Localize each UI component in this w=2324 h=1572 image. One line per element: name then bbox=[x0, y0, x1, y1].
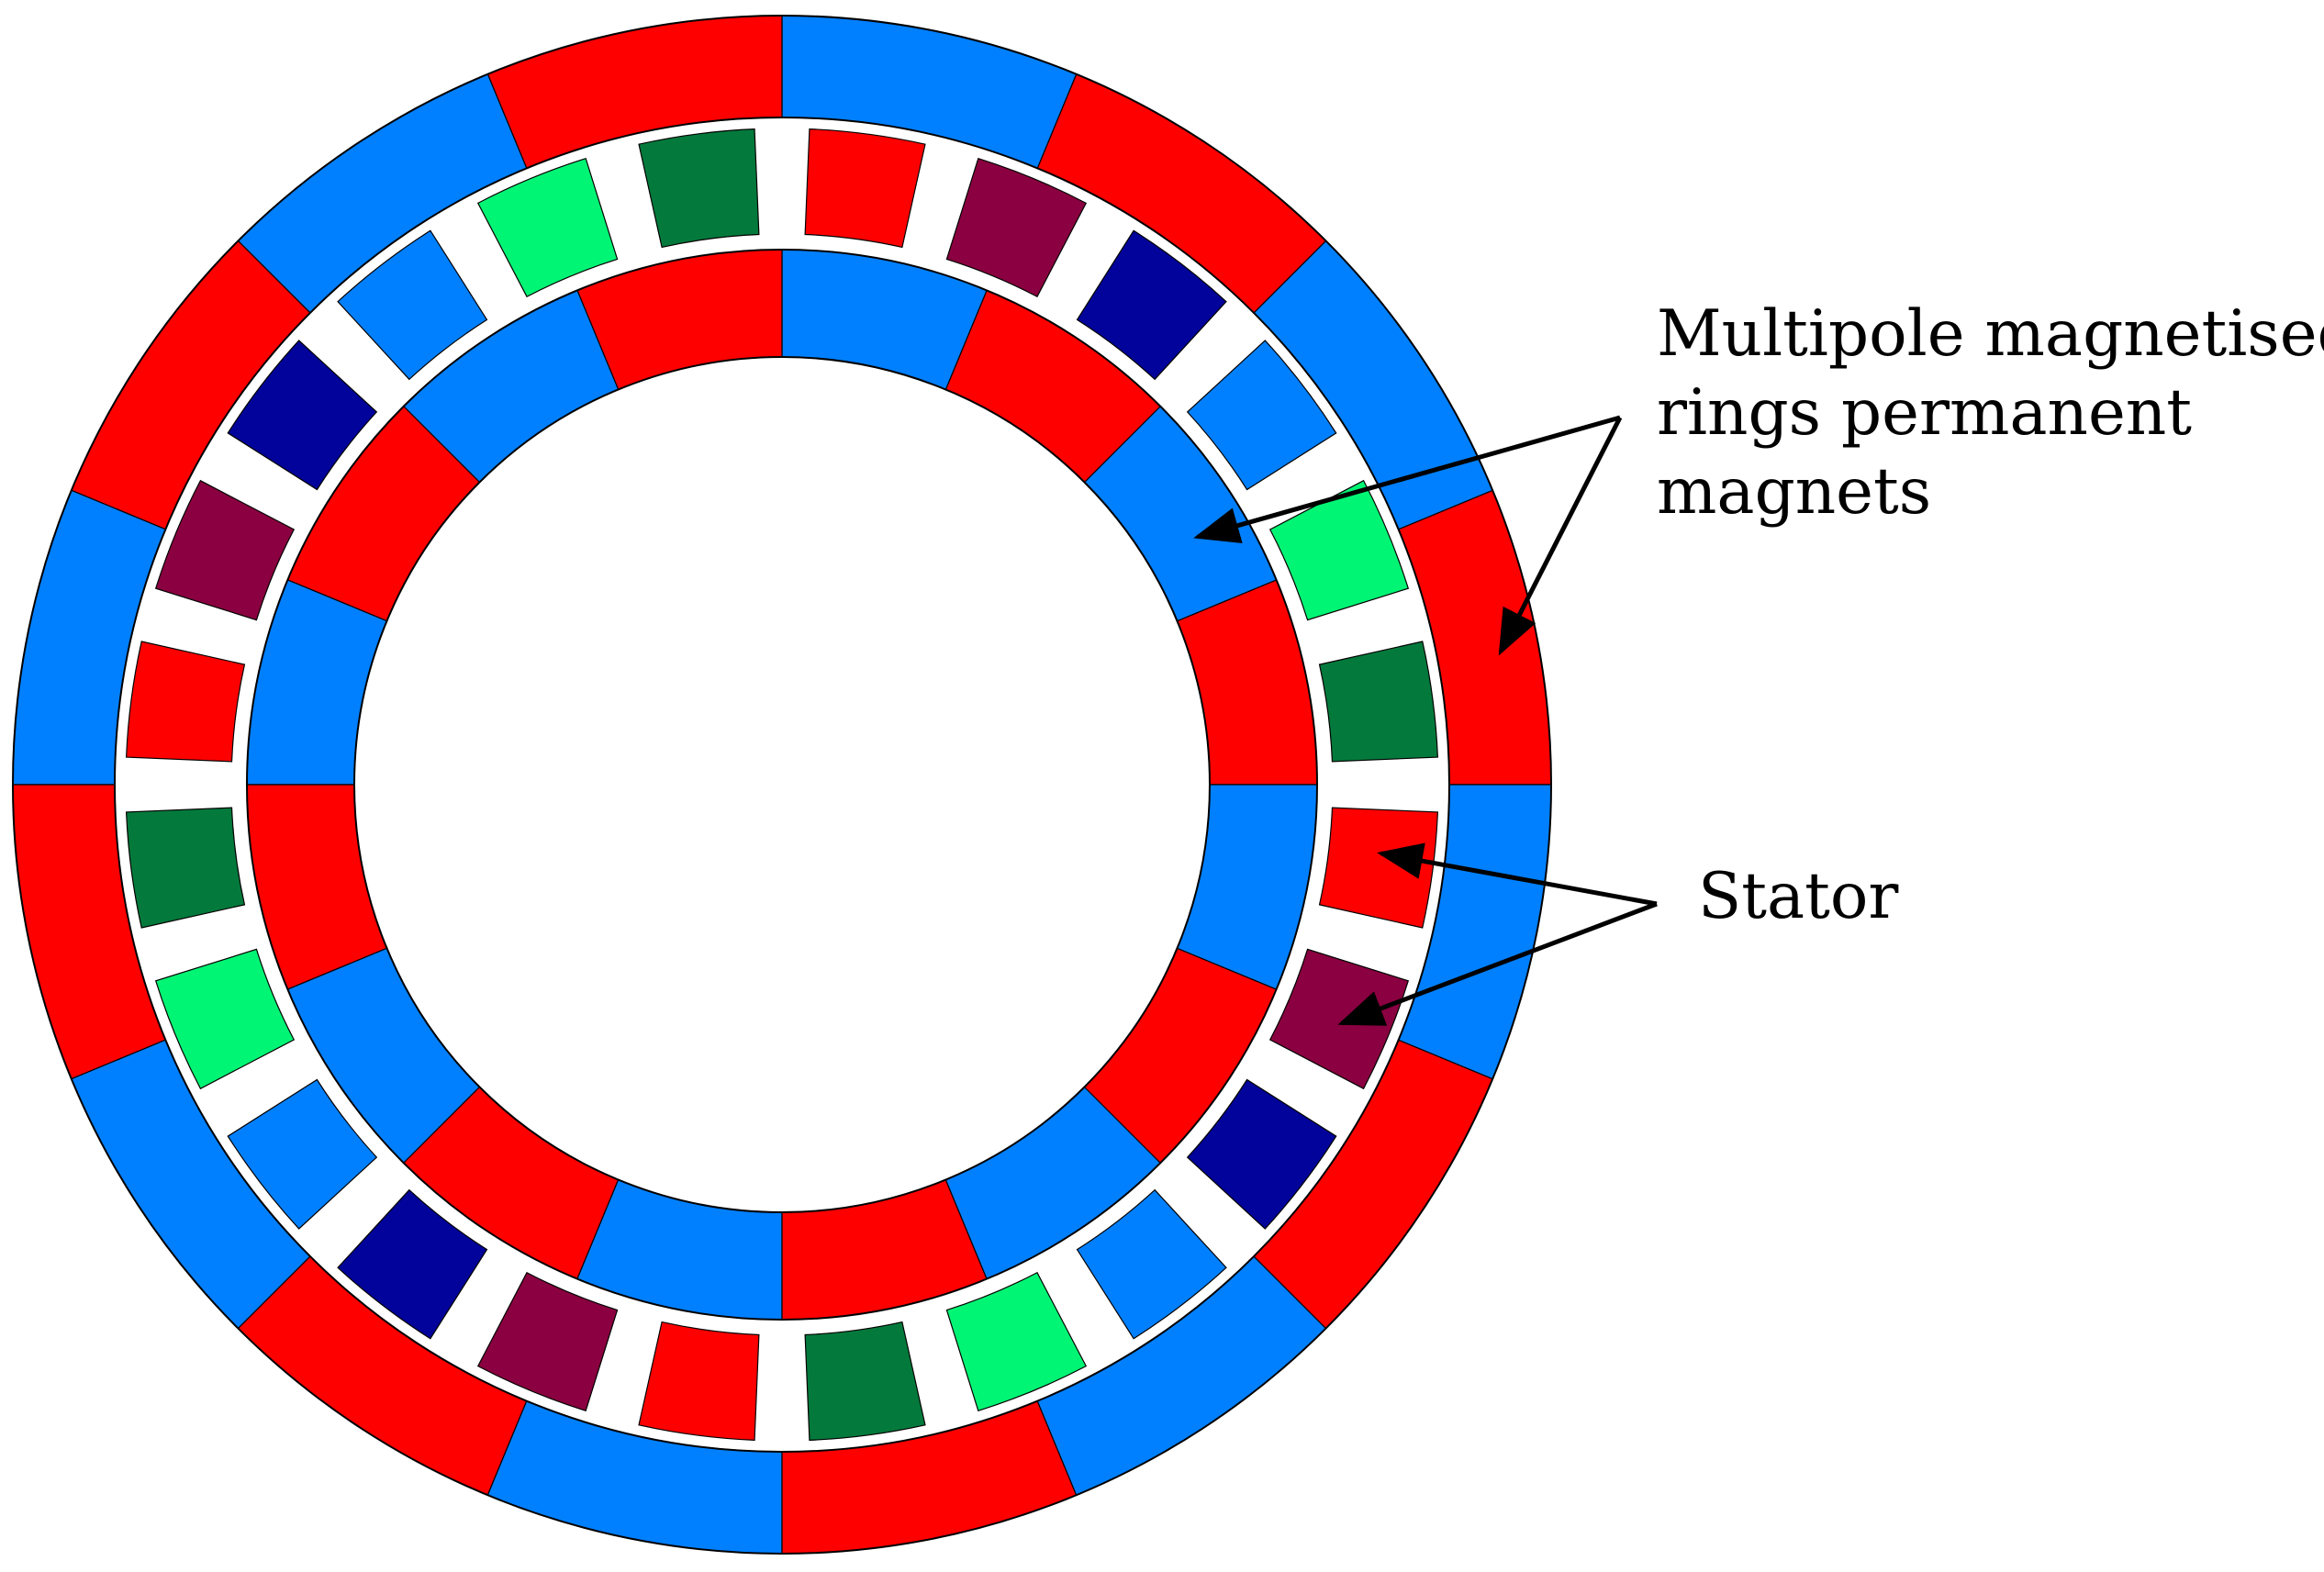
stator-label: Stator bbox=[1698, 860, 1898, 933]
inner-magnet-ring bbox=[246, 249, 1318, 1321]
outer-ring-outline bbox=[114, 117, 1450, 1453]
rings-label-line1: Multipole magnetised bbox=[1657, 297, 2324, 371]
stator-slot bbox=[154, 479, 296, 621]
inner-ring-outline bbox=[353, 356, 1211, 1213]
stator-slot bbox=[1318, 807, 1438, 929]
stator-slot bbox=[1186, 1078, 1337, 1230]
rings-label-line3: magnets bbox=[1657, 455, 1931, 529]
stator-arrow-upper bbox=[1377, 842, 1658, 907]
stator-slot bbox=[337, 229, 488, 381]
outer-magnet-ring bbox=[12, 15, 1552, 1555]
stator-slot bbox=[804, 128, 926, 249]
stator-slot bbox=[1268, 479, 1410, 621]
stator-slot bbox=[126, 807, 246, 929]
stator-slot bbox=[804, 1321, 926, 1441]
outer-ring-outline bbox=[12, 15, 1552, 1555]
stator-slot bbox=[638, 128, 760, 249]
stator-slot bbox=[126, 641, 246, 763]
stator-slot bbox=[638, 1321, 760, 1441]
stator-slot bbox=[227, 340, 378, 491]
stator-slot bbox=[1186, 340, 1337, 491]
stator-slot bbox=[337, 1188, 488, 1340]
rings-arrow-outer bbox=[1498, 416, 1623, 656]
stator-slot bbox=[476, 157, 619, 298]
stator-slot bbox=[154, 948, 296, 1090]
stator-slot bbox=[227, 1078, 378, 1230]
stator-slot bbox=[945, 1271, 1088, 1412]
stator-slot bbox=[945, 157, 1088, 298]
stator-slot bbox=[1076, 229, 1227, 381]
inner-ring-outline bbox=[246, 249, 1318, 1321]
stator-slot bbox=[1076, 1188, 1227, 1340]
rings-arrow-inner bbox=[1193, 415, 1621, 544]
stator-slot bbox=[476, 1271, 619, 1412]
stator-arrow-lower bbox=[1337, 901, 1658, 1026]
rings-label-line2: rings permanent bbox=[1657, 376, 2192, 450]
stator-slot bbox=[1318, 641, 1438, 763]
